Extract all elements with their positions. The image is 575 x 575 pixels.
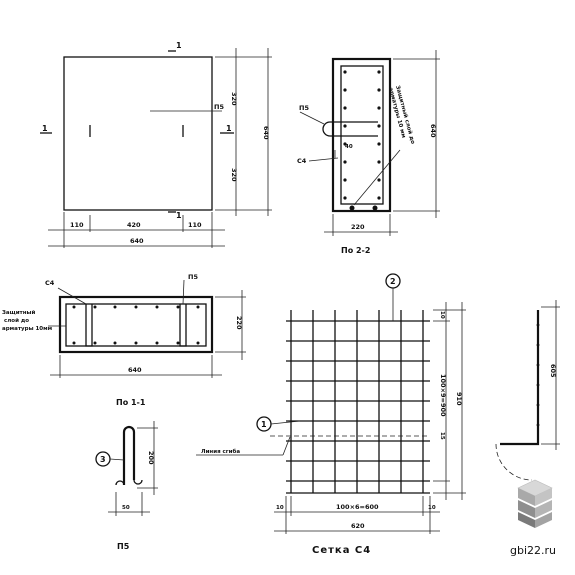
- watermark: gbi22.ru: [510, 479, 556, 557]
- section-mark-bottom: 1: [176, 211, 182, 220]
- loop-p5-left: [85, 304, 93, 347]
- mesh-horizontal-bars: [286, 320, 430, 494]
- leader-bend-line-end: [282, 436, 291, 456]
- plan-view: 1 1 1 1 П5 110 420 110 640 320 320 640: [40, 41, 272, 248]
- section11-cover-note-3: арматуры 10мм: [2, 326, 53, 332]
- loop-p5-hook-right: [133, 479, 143, 485]
- plan-dim-left: 110: [70, 221, 84, 229]
- loop-p5-hook-left: [115, 480, 125, 486]
- mesh-callout-left: 1: [261, 420, 267, 429]
- mesh-dim-right-mid: 15: [439, 432, 445, 440]
- bent-bar: [500, 310, 540, 446]
- loop-p5-section: [322, 121, 378, 137]
- mesh-dim-total-bottom: 620: [351, 522, 365, 530]
- section-mark-top: 1: [176, 41, 182, 50]
- mesh-bend-label: Линия сгиба: [201, 448, 240, 455]
- loop-dim-width: 50: [122, 505, 130, 511]
- rebar-dots-top: [72, 305, 200, 309]
- plan-mark-p5: П5: [214, 103, 224, 111]
- section-2-2: П5 С4 40 Защитный слой до арматуры 10 мм…: [297, 50, 440, 255]
- plan-dim-width: 640: [130, 237, 144, 245]
- loop-p5-view: 3 200 50 П5: [95, 421, 158, 551]
- bent-bar-dim-height: 605: [549, 364, 557, 378]
- mesh-dim-edge-right: 10: [428, 505, 436, 511]
- plan-outline: [63, 56, 213, 211]
- section-1-1-rebar: [65, 303, 207, 347]
- mesh-dim-total-right: 910: [455, 392, 463, 406]
- leader-p5: [182, 279, 185, 305]
- mesh-dim-right-top: 10: [439, 311, 445, 319]
- loop-callout: 3: [100, 455, 106, 464]
- loop-p5-right: [179, 304, 187, 347]
- corner-bar-right: [372, 205, 378, 211]
- section-right-label: 1: [226, 124, 232, 133]
- section-2-2-outline: [331, 57, 392, 213]
- section-2-2-rebar: [340, 65, 384, 205]
- leader-cover: [353, 149, 401, 206]
- plan-dim-half-top: 320: [230, 92, 238, 106]
- plan-dim-half-bottom: 320: [230, 168, 238, 182]
- loop-dim-height: 200: [147, 451, 155, 465]
- bend-arc: [495, 443, 533, 481]
- section22-dim-40: 40: [345, 144, 353, 150]
- mesh-dim-edge-left: 10: [276, 505, 284, 511]
- section22-mark-p5: П5: [299, 104, 309, 112]
- mesh-callout-top: 2: [390, 277, 396, 286]
- loop-title: П5: [117, 542, 130, 551]
- mesh-c4: 2 1 Линия сгиба 10 100×6=600 10 620 10 1…: [196, 273, 466, 556]
- section-1-1-outline: [58, 295, 214, 354]
- section22-mark-c4: С4: [297, 157, 307, 165]
- section11-mark-c4: С4: [45, 279, 55, 287]
- plan-dim-height: 640: [262, 126, 270, 140]
- bent-bar-dots: [536, 323, 540, 427]
- loop-p5-shape: [122, 425, 136, 485]
- mesh-title: Сетка С4: [312, 545, 371, 556]
- section11-title: По 1-1: [116, 398, 146, 407]
- leader-p5: [299, 111, 325, 125]
- bent-bar-view: 605: [495, 300, 560, 481]
- leader-callout-1: [270, 420, 301, 425]
- section22-title: По 2-2: [341, 246, 370, 255]
- mesh-dim-pitch-right: 100×9=900: [439, 374, 447, 417]
- leader-c4: [57, 287, 87, 305]
- section11-dim-width: 640: [128, 366, 142, 374]
- rebar-dots-right: [377, 70, 381, 200]
- watermark-logo: [517, 479, 553, 528]
- mesh-dim-pitch-bottom: 100×6=600: [336, 503, 379, 511]
- corner-bar-left: [349, 205, 355, 211]
- plan-dim-mid: 420: [127, 221, 141, 229]
- rebar-dots-left: [343, 70, 347, 200]
- section-left-label: 1: [42, 124, 48, 133]
- leader-c4: [308, 157, 339, 162]
- rebar-dots-bottom: [72, 341, 200, 345]
- section22-dim-height: 640: [429, 124, 437, 138]
- watermark-text: gbi22.ru: [510, 544, 556, 557]
- section11-cover-note-1: Защитный: [2, 309, 36, 316]
- section11-dim-height: 220: [235, 316, 243, 330]
- mesh-vertical-bars: [290, 310, 424, 493]
- section-1-1: С4 П5 Защитный слой до арматуры 10мм 640…: [2, 273, 246, 407]
- section11-mark-p5: П5: [188, 273, 198, 281]
- plan-dim-right: 110: [188, 221, 202, 229]
- section11-cover-note-2: слой до: [4, 317, 29, 324]
- leader-callout-3: [109, 458, 125, 461]
- section22-dim-width: 220: [351, 223, 365, 231]
